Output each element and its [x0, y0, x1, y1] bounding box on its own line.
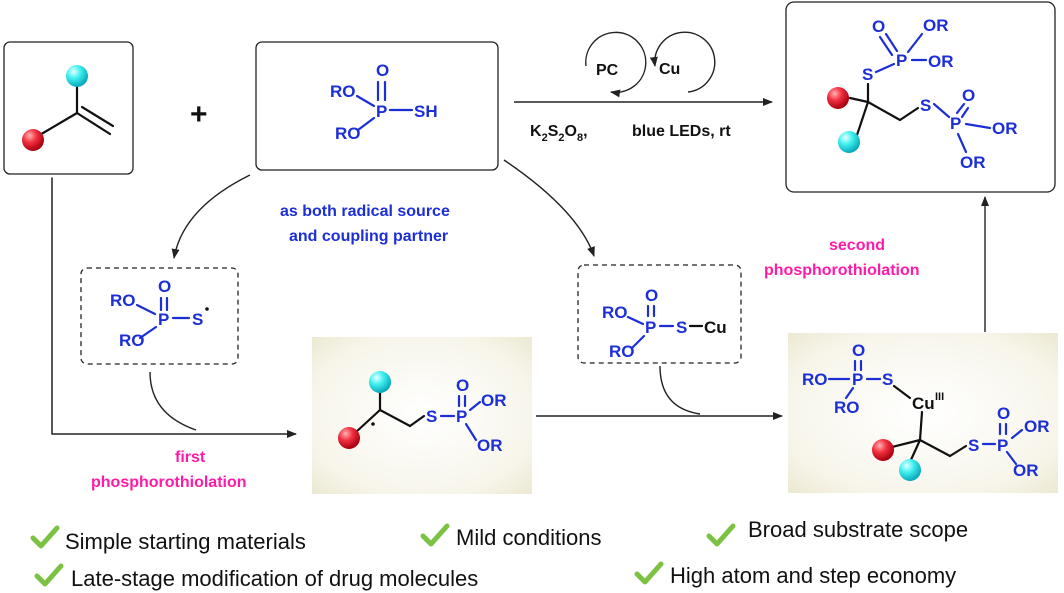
svg-text:RO: RO: [335, 124, 361, 143]
svg-text:O: O: [997, 404, 1010, 423]
step1-label-line1: first: [175, 449, 206, 466]
radical-dot: [371, 422, 375, 426]
copper-thiolate-box: [577, 264, 742, 364]
thiyl-radical-box: [80, 267, 239, 365]
feature-3: Broad substrate scope: [706, 517, 968, 547]
cyan-substituent-ball: [838, 131, 860, 153]
svg-text:High atom and step economy: High atom and step economy: [670, 563, 956, 588]
svg-text:P: P: [645, 318, 656, 337]
svg-text:P: P: [852, 370, 863, 389]
svg-text:RO: RO: [110, 291, 136, 310]
svg-text:RO: RO: [834, 398, 860, 417]
svg-text:O: O: [456, 376, 469, 395]
svg-text:Late-stage modification of dru: Late-stage modification of drug molecule…: [71, 566, 478, 591]
dual-role-line2: and coupling partner: [289, 228, 448, 245]
svg-text:III: III: [935, 391, 944, 403]
svg-text:Broad substrate scope: Broad substrate scope: [748, 517, 968, 542]
check-icon: [30, 525, 60, 549]
svg-text:P: P: [950, 114, 961, 133]
svg-text:S: S: [968, 436, 979, 455]
svg-text:Mild conditions: Mild conditions: [456, 525, 602, 550]
svg-text:OR: OR: [923, 16, 949, 35]
svg-text:OR: OR: [928, 52, 954, 71]
svg-text:S: S: [676, 318, 687, 337]
svg-text:S: S: [920, 96, 931, 115]
svg-text:P: P: [158, 310, 169, 329]
cyan-substituent-ball: [369, 371, 391, 393]
red-substituent-ball: [22, 129, 44, 151]
dual-role-line1: as both radical source: [280, 203, 450, 220]
svg-text:O: O: [645, 286, 658, 305]
svg-text:SH: SH: [414, 102, 438, 121]
feature-2: Mild conditions: [420, 523, 602, 550]
radical-merge-arrow: [149, 371, 197, 431]
carbon-radical-panel: [312, 337, 532, 494]
radical-dot: [205, 307, 209, 311]
red-substituent-ball: [827, 87, 849, 109]
svg-text:PC: PC: [596, 62, 619, 79]
svg-text:O: O: [962, 86, 975, 105]
svg-text:RO: RO: [802, 370, 828, 389]
svg-text:OR: OR: [1024, 417, 1050, 436]
feature-1: Simple starting materials: [30, 525, 306, 554]
step1-label-line2: phosphorothiolation: [91, 474, 247, 491]
cyan-substituent-ball: [66, 65, 88, 87]
svg-text:OR: OR: [477, 436, 503, 455]
svg-text:Cu: Cu: [704, 318, 727, 337]
svg-text:S: S: [862, 65, 873, 84]
plus-sign: +: [190, 98, 208, 131]
thiyl-radical: O P RO RO S: [110, 277, 209, 350]
red-substituent-ball: [338, 427, 360, 449]
svg-text:P: P: [896, 51, 907, 70]
svg-text:blue LEDs, rt: blue LEDs, rt: [632, 123, 731, 140]
arrow-to-radical: [171, 174, 251, 259]
check-icon: [706, 523, 736, 547]
check-icon: [34, 563, 64, 587]
svg-text:RO: RO: [330, 82, 356, 101]
check-icon: [634, 561, 664, 585]
cyan-substituent-ball: [899, 459, 921, 481]
step2-label-line1: second: [829, 237, 885, 254]
svg-text:S: S: [192, 310, 203, 329]
svg-text:O: O: [872, 17, 885, 36]
feature-5: High atom and step economy: [634, 561, 956, 588]
svg-text:Cu: Cu: [659, 61, 680, 78]
svg-text:K2S2O8,: K2S2O8,: [530, 123, 588, 144]
svg-text:OR: OR: [1013, 461, 1039, 480]
svg-text:RO: RO: [602, 303, 628, 322]
step2-label-line2: phosphorothiolation: [764, 262, 920, 279]
red-substituent-ball: [872, 439, 894, 461]
copper-iii-complex: O P RO RO S Cu III S P O OR OR: [802, 341, 1050, 481]
svg-text:RO: RO: [119, 331, 145, 350]
svg-text:P: P: [456, 407, 467, 426]
carbon-radical-intermediate: S P O OR OR: [338, 371, 507, 455]
reagent-box: [255, 41, 499, 171]
product-structure: O P OR OR S S P O OR OR: [827, 16, 1018, 172]
catalytic-cycles: PC Cu: [585, 31, 716, 98]
check-icon: [420, 523, 450, 547]
svg-text:O: O: [852, 341, 865, 360]
svg-text:OR: OR: [992, 119, 1018, 138]
svg-text:S: S: [882, 370, 893, 389]
svg-text:RO: RO: [609, 342, 635, 361]
alkene-box: [3, 41, 134, 175]
svg-text:O: O: [158, 277, 171, 296]
svg-text:OR: OR: [481, 391, 507, 410]
cu-merge-arrow: [659, 365, 701, 415]
feature-4: Late-stage modification of drug molecule…: [34, 563, 478, 591]
svg-text:P: P: [997, 436, 1008, 455]
arrow-to-cu-species: [503, 159, 595, 257]
svg-text:Cu: Cu: [912, 394, 935, 413]
copper-thiolate: O P RO RO S Cu: [602, 286, 727, 361]
reaction-conditions: K2S2O8, blue LEDs, rt: [530, 123, 731, 144]
svg-text:P: P: [376, 102, 387, 121]
svg-text:S: S: [426, 407, 437, 426]
alkene-structure: [22, 65, 115, 151]
svg-text:OR: OR: [960, 153, 986, 172]
phosphorothioic-acid: O P RO RO SH: [330, 61, 438, 143]
svg-text:O: O: [376, 61, 389, 80]
svg-text:Simple starting materials: Simple starting materials: [65, 529, 306, 554]
